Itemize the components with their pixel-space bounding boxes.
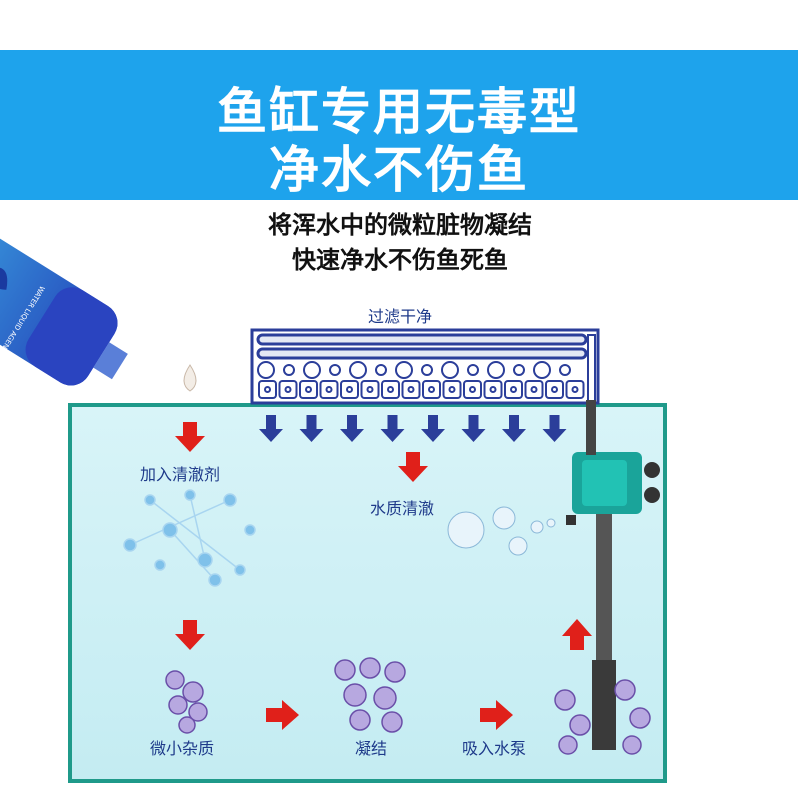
- filter-bubble: [283, 364, 295, 376]
- blue-arrow-down-icon: [461, 415, 486, 442]
- red-arrow-right-icon: [480, 700, 513, 730]
- filter-cell: [258, 380, 277, 399]
- filter-cell-dot: [325, 386, 333, 393]
- blue-arrow-down-icon: [421, 415, 445, 442]
- filter-cell-dot: [407, 386, 415, 393]
- red-arrow-up-icon: [562, 619, 592, 650]
- blue-arrow-down-icon: [259, 415, 283, 442]
- filter-bubble: [303, 361, 321, 379]
- filter-cell: [422, 380, 441, 399]
- filter-cell: [524, 380, 544, 399]
- step-particles-label: 微小杂质: [150, 739, 215, 758]
- filter-cell-dot: [489, 386, 497, 393]
- blue-arrow-down-icon: [380, 415, 405, 442]
- filter-cell-dot: [264, 386, 271, 393]
- filter-cell: [401, 380, 421, 399]
- blue-arrow-down-icon: [542, 415, 567, 442]
- filter-bubble: [257, 361, 275, 379]
- filter-bubble: [349, 361, 367, 379]
- filter-bubble: [395, 361, 413, 379]
- filter-cell-dot: [510, 386, 517, 393]
- filter-cell: [442, 380, 462, 399]
- filter-bubble: [441, 361, 459, 379]
- filter-cell: [381, 380, 400, 399]
- filter-cell: [278, 380, 298, 399]
- water-drop-icon: [183, 364, 197, 392]
- filter-bubble: [533, 361, 551, 379]
- filter-bubble: [487, 361, 505, 379]
- subtitle-line-1: 将浑水中的微粒脏物凝结: [268, 211, 532, 239]
- filter-cell: [504, 380, 523, 399]
- filter-cell-dot: [428, 386, 435, 393]
- filter-bubble: [559, 364, 571, 376]
- blue-arrow-down-icon: [299, 415, 324, 442]
- title-banner: [0, 50, 798, 200]
- particles-icon: [165, 670, 208, 734]
- step-clear-label: 水质清澈: [370, 499, 435, 518]
- filter-cell-dot: [346, 386, 353, 393]
- red-arrow-down-icon: [175, 620, 205, 650]
- filter-bubble: [375, 364, 387, 376]
- red-arrow-down-icon: [398, 452, 428, 482]
- filter-box: [250, 328, 600, 426]
- filter-cell-dot: [551, 386, 558, 393]
- filter-cell: [565, 380, 585, 399]
- coagulated-particles-icon: [334, 657, 406, 733]
- water-pump-icon: [566, 400, 660, 750]
- filter-cell-dot: [469, 386, 476, 393]
- step-add-label: 加入清澈剂: [140, 465, 221, 484]
- filter-cell-dot: [305, 386, 312, 393]
- filter-cell: [463, 380, 482, 399]
- filter-cell-dot: [530, 386, 538, 393]
- filter-bubble: [467, 364, 479, 376]
- blue-arrow-down-icon: [502, 415, 526, 442]
- filter-cell: [340, 380, 359, 399]
- step-coagulate-label: 凝结: [355, 739, 388, 758]
- clear-bubbles-icon: [447, 506, 556, 556]
- title-line-1: 鱼缸专用无毒型: [217, 83, 581, 141]
- filter-cell-dot: [366, 386, 374, 393]
- filter-cell-dot: [284, 386, 292, 393]
- title-line-2: 净水不伤鱼: [269, 141, 529, 199]
- bottle-icon: WATER LIQUID AGENT: [0, 218, 128, 386]
- step-pump-label: 吸入水泵: [462, 739, 527, 758]
- subtitle-line-2: 快速净水不伤鱼死鱼: [292, 246, 508, 274]
- filter-bubble: [421, 364, 433, 376]
- filter-bubble: [329, 364, 341, 376]
- filter-bubble: [513, 364, 525, 376]
- filter-cell: [319, 380, 339, 399]
- red-arrow-down-icon: [175, 422, 205, 452]
- red-arrow-right-icon: [266, 700, 299, 730]
- filter-cell-dot: [448, 386, 456, 393]
- filter-cell: [483, 380, 503, 399]
- filter-cell: [360, 380, 380, 399]
- molecule-icon: [123, 489, 256, 587]
- filter-cell-dot: [571, 386, 579, 393]
- filter-cell: [299, 380, 318, 399]
- filter-cell: [545, 380, 564, 399]
- filter-label: 过滤干净: [368, 307, 433, 326]
- pump-particles-icon: [554, 679, 651, 755]
- blue-arrow-down-icon: [340, 415, 364, 442]
- filter-cell-dot: [387, 386, 394, 393]
